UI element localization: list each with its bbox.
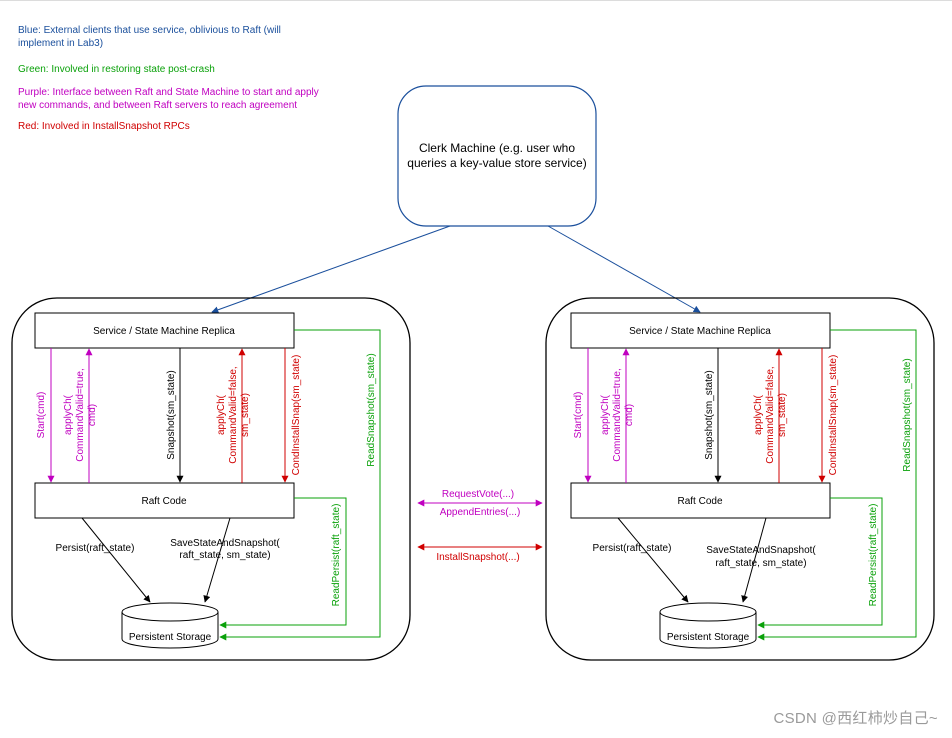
right-read-persist-arrow: [757, 497, 883, 629]
right-server: Service / State Machine Replica Raft Cod…: [545, 297, 935, 661]
right-snapshot-label: Snapshot(sm_state): [704, 370, 715, 460]
append-entries-label: AppendEntries(...): [440, 507, 521, 518]
left-persist-arrow: [81, 517, 151, 603]
right-apply-cmd-label-3: cmd): [624, 404, 635, 426]
right-start-label: Start(cmd): [573, 392, 584, 439]
right-read-persist-label: ReadPersist(raft_state): [868, 504, 879, 607]
left-read-persist-arrow: [219, 497, 347, 629]
right-service-label: Service / State Machine Replica: [629, 326, 771, 337]
left-read-snapshot-arrow: [219, 329, 381, 641]
left-save-state-label-1: SaveStateAndSnapshot(: [170, 538, 280, 549]
clerk-machine-box: [397, 85, 597, 227]
left-apply-snap-label-3: sm_state): [240, 393, 251, 437]
left-read-persist-label: ReadPersist(raft_state): [331, 504, 342, 607]
left-cond-install-label: CondInstallSnap(sm_state): [291, 355, 302, 476]
right-storage-top: [659, 602, 757, 622]
right-raft-label: Raft Code: [677, 496, 722, 507]
request-vote-label: RequestVote(...): [442, 489, 514, 500]
left-start-label: Start(cmd): [36, 392, 47, 439]
right-storage-body: [659, 612, 757, 649]
right-persist-arrow: [617, 517, 689, 603]
right-apply-cmd-label-1: applyCh(: [600, 394, 611, 435]
right-cond-install-label: CondInstallSnap(sm_state): [828, 355, 839, 476]
left-service-label: Service / State Machine Replica: [93, 326, 235, 337]
right-read-snapshot-arrow: [757, 329, 917, 641]
clerk-machine-label-line2: queries a key-value store service): [407, 156, 586, 170]
left-server: Service / State Machine Replica Raft Cod…: [11, 297, 411, 661]
top-divider: [0, 0, 952, 1]
right-server-frame: [545, 297, 935, 661]
right-apply-snap-label-1: applyCh(: [753, 394, 764, 435]
left-storage-body: [121, 612, 219, 649]
install-snapshot-label: InstallSnapshot(...): [436, 552, 519, 563]
csdn-watermark: CSDN @西红柿炒自己~: [773, 710, 938, 727]
left-apply-snap-label-2: CommandValid=false,: [228, 366, 239, 463]
right-service-box: [570, 312, 831, 349]
legend-purple: Purple: Interface between Raft and State…: [18, 87, 319, 111]
left-persist-label: Persist(raft_state): [56, 543, 135, 554]
clerk-to-right-server-arrow: [547, 225, 701, 313]
left-storage-label: Persistent Storage: [129, 632, 212, 643]
right-apply-snap-label-3: sm_state): [777, 393, 788, 437]
clerk-machine-label-line1: Clerk Machine (e.g. user who: [419, 141, 575, 155]
left-save-state-arrow: [203, 517, 231, 603]
left-raft-box: [34, 482, 295, 519]
left-apply-cmd-label-2: CommandValid=true,: [75, 368, 86, 461]
left-service-box: [34, 312, 295, 349]
right-storage-label: Persistent Storage: [667, 632, 750, 643]
legend-blue: Blue: External clients that use service,…: [18, 25, 281, 49]
left-snapshot-label: Snapshot(sm_state): [166, 370, 177, 460]
right-raft-box: [570, 482, 831, 519]
legend-red: Red: Involved in InstallSnapshot RPCs: [18, 121, 190, 132]
left-apply-snap-label-1: applyCh(: [216, 394, 227, 435]
right-read-snapshot-label: ReadSnapshot(sm_state): [902, 358, 913, 471]
right-save-state-arrow: [741, 517, 767, 603]
left-apply-cmd-label-1: applyCh(: [63, 394, 74, 435]
legend-green: Green: Involved in restoring state post-…: [18, 64, 215, 75]
left-raft-label: Raft Code: [141, 496, 186, 507]
right-save-state-label-1: SaveStateAndSnapshot(: [706, 545, 816, 556]
left-server-frame: [11, 297, 411, 661]
clerk-to-left-server-arrow: [211, 225, 451, 314]
right-save-state-label-2: raft_state, sm_state): [715, 558, 806, 569]
left-save-state-label-2: raft_state, sm_state): [179, 550, 270, 561]
left-read-snapshot-label: ReadSnapshot(sm_state): [366, 353, 377, 466]
right-apply-cmd-label-2: CommandValid=true,: [612, 368, 623, 461]
left-apply-cmd-label-3: cmd): [87, 404, 98, 426]
right-persist-label: Persist(raft_state): [593, 543, 672, 554]
right-apply-snap-label-2: CommandValid=false,: [765, 366, 776, 463]
left-storage-top: [121, 602, 219, 622]
